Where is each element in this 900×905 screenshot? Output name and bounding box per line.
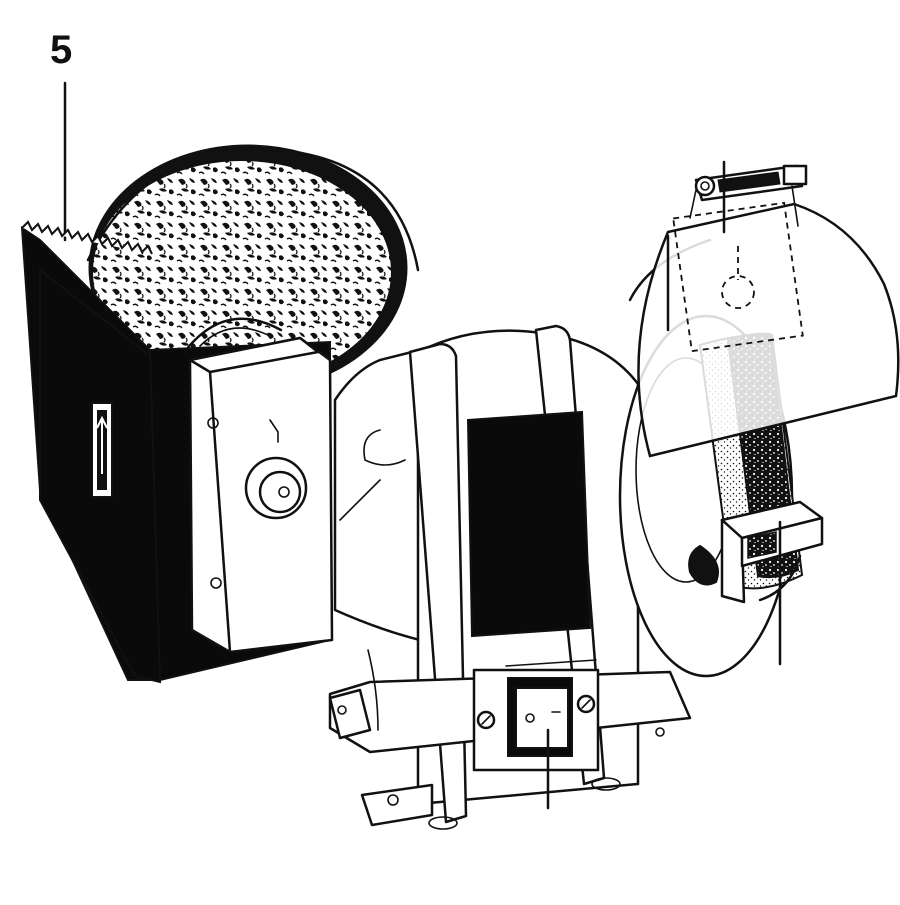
tool-rest-knob-icon[interactable] — [688, 544, 719, 586]
left-shaft-housing — [333, 348, 422, 642]
callout-label: 5 — [50, 28, 72, 72]
switch-screw-left-icon — [476, 710, 496, 730]
tool-rest-bracket — [184, 317, 334, 654]
tool-rest — [688, 500, 824, 604]
switch-screw-right-icon — [576, 694, 596, 714]
off-symbol-icon — [525, 713, 535, 723]
on-off-switch[interactable] — [472, 659, 600, 772]
grinding-stone-wheel — [86, 144, 420, 392]
switch-rocker[interactable] — [515, 687, 569, 749]
eye-shield — [637, 164, 900, 458]
